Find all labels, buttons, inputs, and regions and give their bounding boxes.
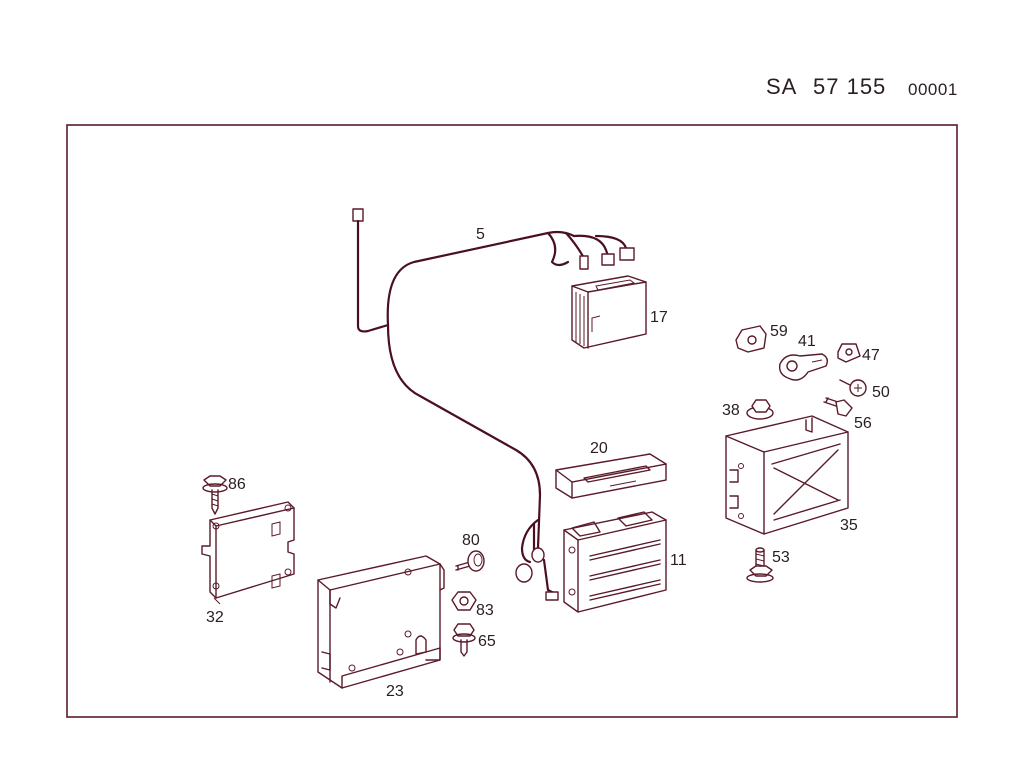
part-23-base-bracket[interactable] — [317, 555, 445, 689]
callout-23: 23 — [386, 683, 404, 700]
callout-17: 17 — [650, 309, 668, 326]
part-47-clip-nut[interactable] — [837, 343, 861, 363]
part-50-screw[interactable] — [839, 379, 867, 397]
callout-20: 20 — [590, 440, 608, 457]
part-5-wiring-harness[interactable] — [352, 208, 635, 601]
ref-number: 57 155 — [813, 74, 887, 99]
diagram-frame — [66, 124, 958, 718]
part-59-clip[interactable] — [735, 325, 767, 353]
part-17-control-unit[interactable] — [571, 275, 647, 349]
callout-11: 11 — [670, 552, 687, 569]
callout-59: 59 — [770, 323, 788, 340]
callout-38: 38 — [722, 402, 740, 419]
ref-sheet: 00001 — [908, 80, 958, 99]
part-38-nut[interactable] — [746, 399, 774, 420]
callout-5: 5 — [476, 226, 485, 243]
callout-56: 56 — [854, 415, 872, 432]
callout-50: 50 — [872, 384, 890, 401]
part-20-gasket[interactable] — [555, 453, 667, 499]
callout-47: 47 — [862, 347, 880, 364]
callout-32: 32 — [206, 609, 224, 626]
ref-prefix: SA — [766, 74, 798, 99]
document-reference: SA 57 155 00001 — [0, 0, 1024, 110]
callout-65: 65 — [478, 633, 496, 650]
part-35-bracket[interactable] — [725, 415, 849, 535]
part-32-mounting-plate[interactable] — [201, 501, 295, 605]
callout-35: 35 — [840, 517, 858, 534]
part-41-grommet[interactable] — [778, 353, 829, 381]
part-56-bolt[interactable] — [823, 397, 853, 417]
callout-86: 86 — [228, 476, 246, 493]
part-80-fastener[interactable] — [455, 550, 485, 572]
part-65-bolt[interactable] — [452, 623, 476, 657]
callout-83: 83 — [476, 602, 494, 619]
part-83-nut[interactable] — [451, 591, 477, 611]
callout-53: 53 — [772, 549, 790, 566]
part-11-module-housing[interactable] — [563, 511, 667, 613]
part-86-screw[interactable] — [202, 475, 228, 515]
callout-80: 80 — [462, 532, 480, 549]
part-53-bolt[interactable] — [746, 547, 774, 583]
callout-41: 41 — [798, 333, 816, 350]
